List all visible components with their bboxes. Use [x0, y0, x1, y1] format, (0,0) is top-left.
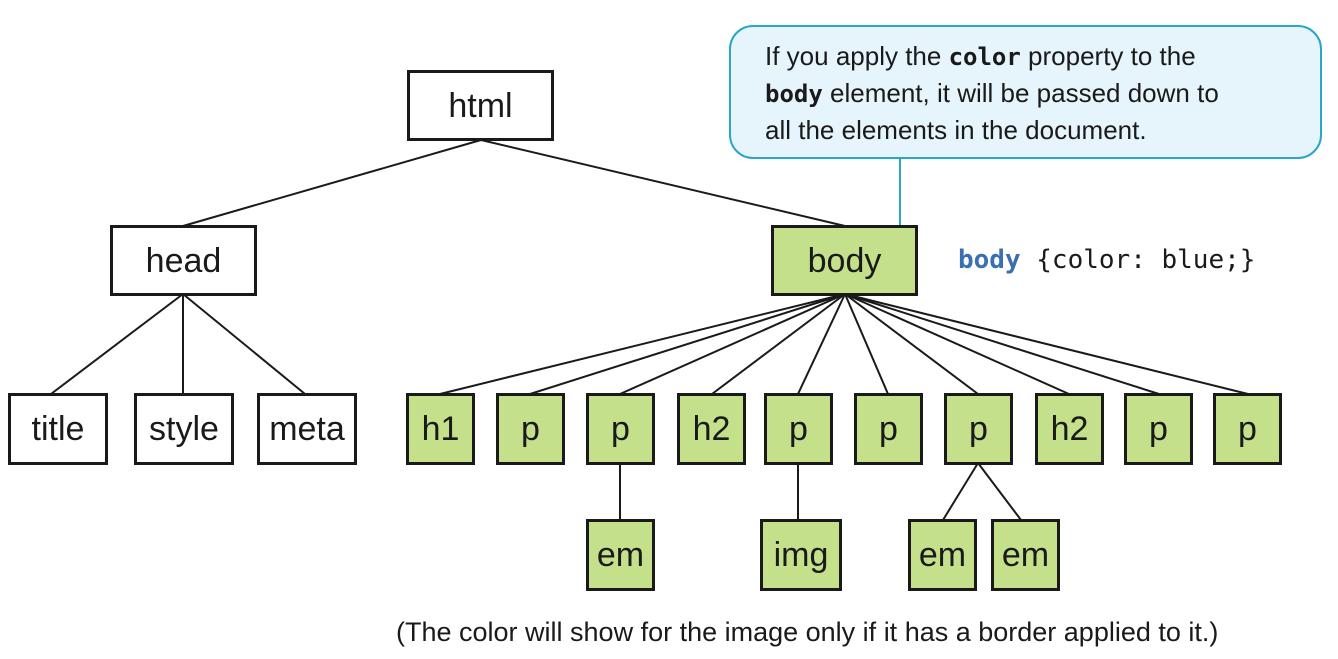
edge-body-p7	[844, 293, 1249, 395]
edge-body-h1	[439, 293, 846, 395]
node-p-4: p	[854, 393, 923, 465]
callout-text: property to the	[1020, 41, 1196, 71]
callout-code-body: body	[765, 80, 823, 108]
css-rule: body {color: blue;}	[958, 240, 1255, 280]
edge-body-p3	[797, 293, 846, 395]
node-p-2: p	[586, 393, 655, 465]
node-p-7: p	[1213, 393, 1282, 465]
edge-p5-em1	[942, 462, 979, 521]
edge-body-p2	[619, 293, 846, 395]
css-selector: body	[958, 245, 1021, 275]
node-html: html	[407, 70, 554, 141]
edge-head-title	[50, 293, 184, 395]
node-h2-1: h2	[677, 393, 746, 465]
callout-code-color: color	[948, 43, 1021, 71]
node-h2-2: h2	[1035, 393, 1104, 465]
callout-line-2: body element, it will be passed down to	[765, 75, 1302, 112]
node-meta: meta	[257, 393, 357, 465]
node-head: head	[110, 225, 257, 296]
callout-line-3: all the elements in the document.	[765, 115, 1147, 145]
node-h1: h1	[406, 393, 475, 465]
edge-html-head	[182, 139, 482, 227]
callout-note: If you apply the color property to the b…	[729, 25, 1322, 159]
edge-body-p5	[844, 293, 979, 395]
edge-body-p4	[844, 293, 889, 395]
node-em-2: em	[908, 519, 977, 591]
edge-p5-em2	[977, 462, 1022, 521]
edge-body-h2b	[844, 293, 1070, 395]
callout-text: If you apply the	[765, 41, 949, 71]
edge-body-p6	[844, 293, 1160, 395]
node-p-1: p	[496, 393, 565, 465]
callout-line-1: If you apply the color property to the	[765, 38, 1302, 75]
node-em-1: em	[586, 519, 655, 591]
edge-head-meta	[182, 293, 306, 395]
node-img: img	[760, 519, 842, 591]
footnote: (The color will show for the image only …	[396, 617, 1219, 647]
css-declaration: {color: blue;}	[1020, 245, 1256, 275]
node-title: title	[8, 393, 108, 465]
edge-body-p1	[529, 293, 846, 395]
node-p-3: p	[764, 393, 833, 465]
node-body: body	[771, 225, 918, 296]
node-p-5: p	[944, 393, 1013, 465]
node-style: style	[134, 393, 234, 465]
callout-text: element, it will be passed down to	[822, 78, 1219, 108]
edge-body-h2a	[711, 293, 846, 395]
node-p-6: p	[1124, 393, 1193, 465]
edge-html-body	[480, 139, 846, 227]
node-em-3: em	[991, 519, 1060, 591]
